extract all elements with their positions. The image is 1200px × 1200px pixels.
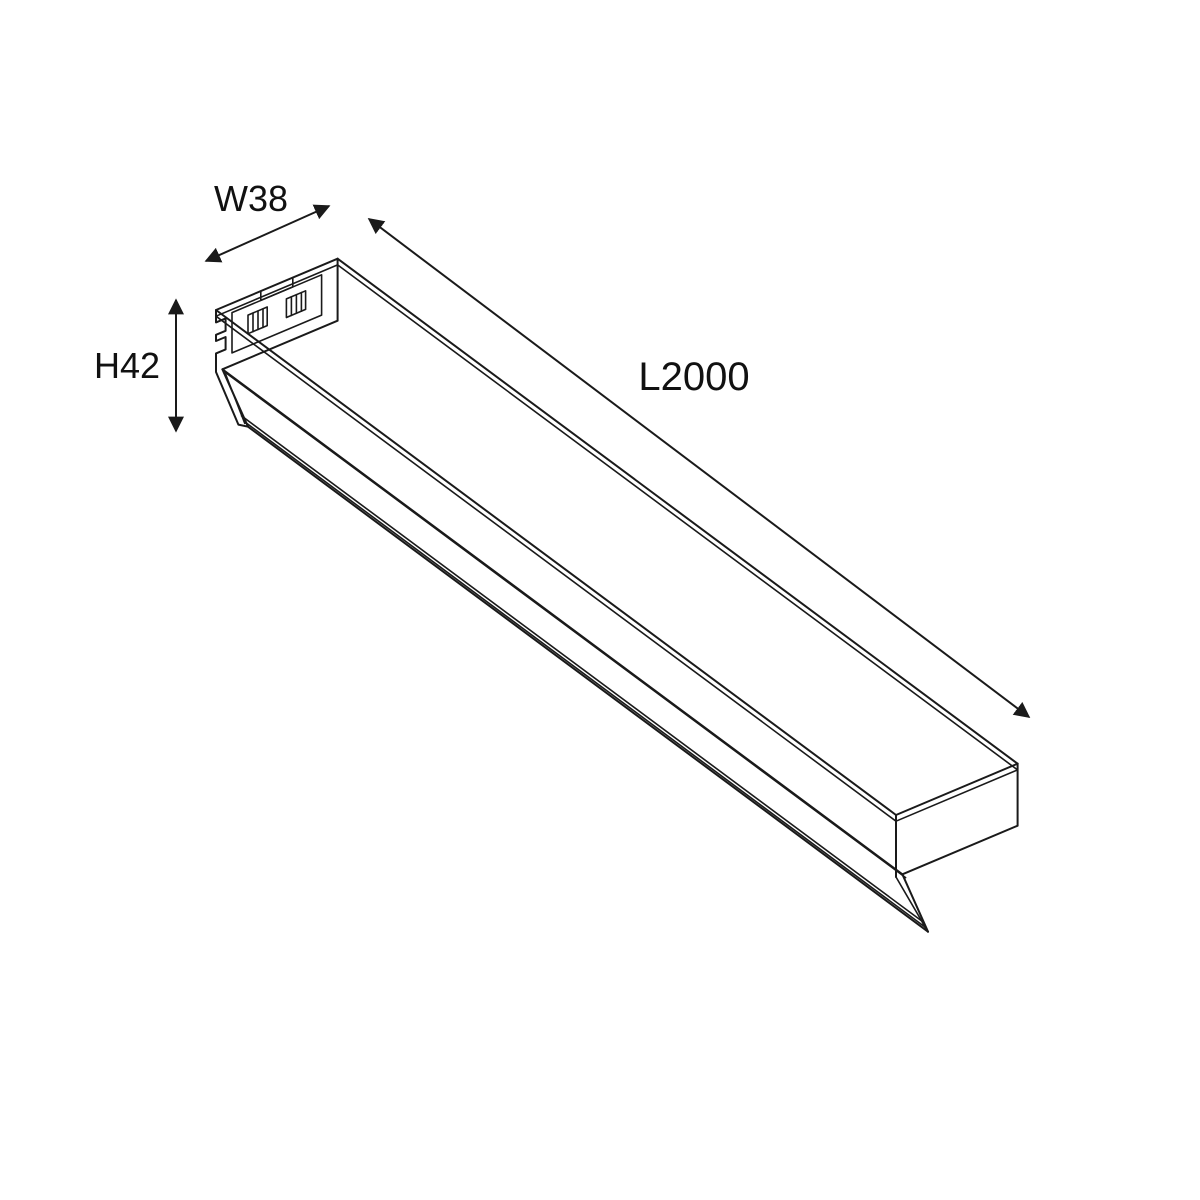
section-conductor-1: [247, 306, 268, 335]
width-dimension-arrow: [204, 204, 331, 263]
section-conductor-2: [285, 290, 307, 319]
edge-top-back: [336, 257, 1019, 765]
profile-end-cap: [895, 762, 1019, 933]
length-dimension-arrow: [367, 218, 1031, 718]
edge-flange-1: [240, 415, 923, 922]
endcap-top-front: [895, 762, 1019, 878]
section-wing-thickness: [224, 373, 246, 425]
length-dimension-label: L2000: [638, 355, 749, 399]
edge-top-front: [215, 309, 897, 816]
section-outline: [215, 257, 339, 428]
edge-top-front-chamfer: [215, 315, 897, 822]
width-dimension-label: W38: [214, 178, 288, 219]
edge-flange-2: [244, 421, 926, 928]
height-dimension-label: H42: [94, 345, 160, 386]
endcap-top-chamfer: [895, 769, 1019, 822]
section-slot-opening: [260, 276, 294, 302]
edge-bottom: [247, 425, 929, 933]
endcap-right-wall: [901, 762, 1019, 933]
endcap-flange: [895, 876, 929, 933]
section-top-chamfer: [215, 264, 339, 317]
profile-body-lines: [215, 257, 1019, 933]
edge-top-back-chamfer: [336, 264, 1019, 771]
dimension-annotations: W38 H42 L2000: [94, 178, 1031, 718]
section-inner-channel: [231, 274, 323, 354]
profile-cross-section: [215, 257, 339, 428]
section-conductor-2-hatch: [290, 291, 303, 317]
section-conductor-1-hatch: [252, 308, 264, 333]
edge-wing-top-inner: [224, 371, 907, 879]
